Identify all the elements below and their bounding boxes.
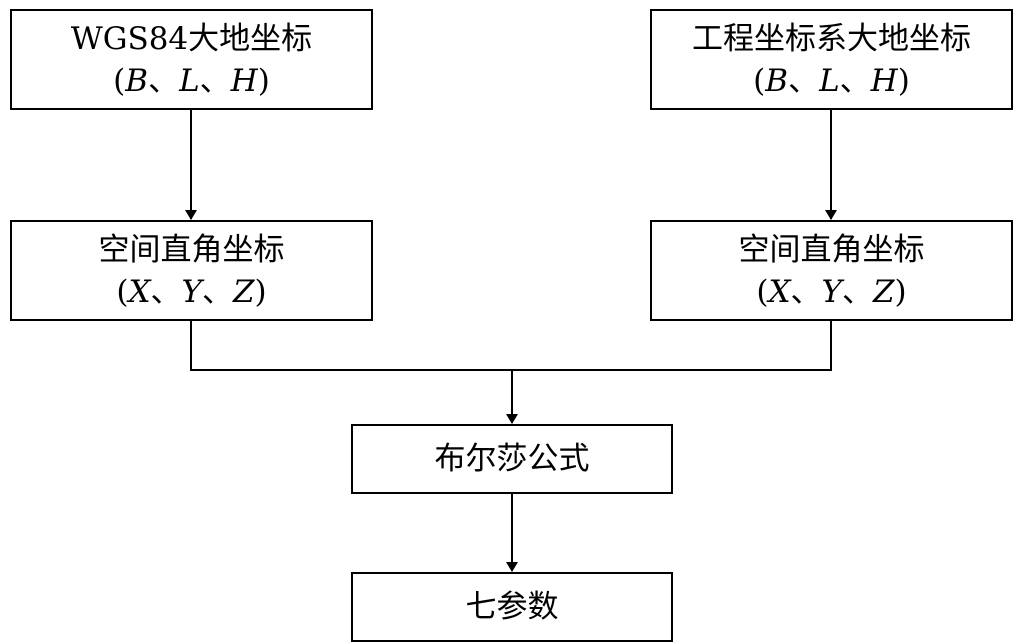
node-title: WGS84大地坐标 (70, 20, 313, 57)
node-engineering-geodetic: 工程坐标系大地坐标 (B、L、H) (650, 9, 1013, 110)
separator: 、 (790, 273, 822, 310)
node-coordinates: (B、L、H) (753, 60, 910, 102)
coord-var: Y (181, 273, 202, 310)
node-title: 空间直角坐标 (738, 231, 925, 268)
merge-connector (190, 321, 832, 371)
separator: 、 (202, 273, 233, 310)
node-title: 布尔莎公式 (434, 441, 590, 477)
separator: 、 (839, 62, 871, 99)
node-coordinates: (X、Y、Z) (116, 271, 266, 313)
coord-var: Z (873, 273, 895, 310)
separator: 、 (842, 273, 873, 310)
paren-open: ( (113, 62, 126, 99)
node-title: 工程坐标系大地坐标 (692, 20, 971, 57)
paren-open: ( (756, 273, 769, 310)
node-title: 空间直角坐标 (98, 231, 285, 268)
coord-var: L (179, 62, 200, 99)
coord-var: H (870, 62, 898, 99)
node-wgs84-geodetic: WGS84大地坐标 (B、L、H) (10, 9, 373, 110)
coord-var: Y (821, 273, 842, 310)
node-coordinates: (X、Y、Z) (756, 271, 906, 313)
paren-close: ) (894, 273, 907, 310)
separator: 、 (199, 62, 231, 99)
coord-var: B (125, 62, 149, 99)
coord-var: X (768, 273, 791, 310)
paren-close: ) (254, 273, 267, 310)
node-cartesian-right: 空间直角坐标 (X、Y、Z) (650, 220, 1013, 321)
separator: 、 (148, 62, 180, 99)
paren-open: ( (753, 62, 766, 99)
coord-var: B (765, 62, 789, 99)
separator: 、 (788, 62, 820, 99)
node-title: 七参数 (465, 589, 559, 625)
paren-open: ( (116, 273, 129, 310)
separator: 、 (150, 273, 182, 310)
node-cartesian-left: 空间直角坐标 (X、Y、Z) (10, 220, 373, 321)
paren-close: ) (897, 62, 910, 99)
node-seven-parameters: 七参数 (351, 572, 673, 642)
coord-var: Z (233, 273, 255, 310)
node-bursa-formula: 布尔莎公式 (351, 424, 673, 494)
coord-var: X (128, 273, 151, 310)
coord-var: H (230, 62, 258, 99)
coord-var: L (819, 62, 840, 99)
paren-close: ) (257, 62, 270, 99)
node-coordinates: (B、L、H) (113, 60, 270, 102)
